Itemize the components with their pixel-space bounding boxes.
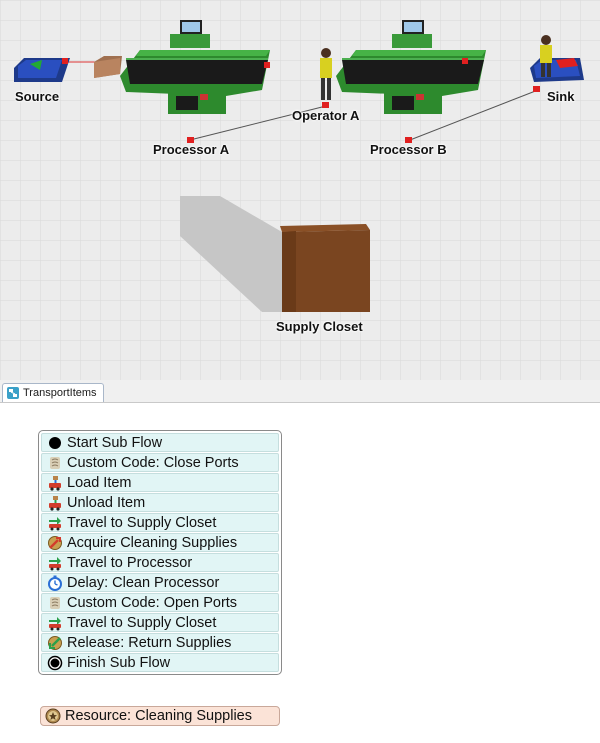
resource-cleaning-supplies[interactable]: Resource: Cleaning Supplies bbox=[40, 706, 280, 726]
activity-finish-sub-flow[interactable]: Finish Sub Flow bbox=[41, 653, 279, 672]
stopwatch-icon bbox=[48, 575, 62, 591]
activity-unload-item[interactable]: Unload Item bbox=[41, 493, 279, 512]
travel-arrow-icon bbox=[49, 616, 61, 630]
release-resource-icon bbox=[48, 635, 62, 650]
script-scroll-icon bbox=[50, 596, 60, 609]
script-scroll-icon bbox=[50, 456, 60, 469]
acquire-resource-icon bbox=[48, 535, 62, 550]
processor-a-label: Processor A bbox=[153, 142, 230, 157]
sink-label: Sink bbox=[547, 89, 575, 104]
sub-flow-block[interactable]: Start Sub Flow Custom Code: Close Ports … bbox=[38, 430, 282, 675]
supply-closet-label: Supply Closet bbox=[276, 319, 363, 334]
processor-b-label: Processor B bbox=[370, 142, 447, 157]
source-label: Source bbox=[15, 89, 60, 104]
start-dot-icon bbox=[49, 436, 61, 449]
grid-floor bbox=[0, 0, 600, 380]
resource-star-icon bbox=[45, 708, 61, 724]
processor-b-object[interactable] bbox=[336, 20, 486, 143]
activity-custom-code-open-ports[interactable]: Custom Code: Open Ports bbox=[41, 593, 279, 612]
activity-custom-code-close-ports[interactable]: Custom Code: Close Ports bbox=[41, 453, 279, 472]
supply-closet-object[interactable] bbox=[180, 196, 370, 312]
travel-arrow-icon bbox=[49, 516, 61, 530]
finish-dot-icon bbox=[47, 655, 63, 670]
tab-transport-items[interactable]: TransportItems bbox=[2, 383, 104, 402]
load-item-icon bbox=[49, 475, 61, 491]
activity-delay-clean-processor[interactable]: Delay: Clean Processor bbox=[41, 573, 279, 592]
activity-load-item[interactable]: Load Item bbox=[41, 473, 279, 492]
activity-travel-to-supply-closet-return[interactable]: Travel to Supply Closet bbox=[41, 613, 279, 632]
tab-label: TransportItems bbox=[23, 387, 97, 399]
activity-travel-to-supply-closet[interactable]: Travel to Supply Closet bbox=[41, 513, 279, 532]
flow-item-box bbox=[94, 56, 122, 78]
operator-a-object[interactable] bbox=[320, 48, 332, 108]
sink-object[interactable] bbox=[530, 35, 584, 92]
document-tab-bar: TransportItems bbox=[0, 380, 600, 403]
activity-start-sub-flow[interactable]: Start Sub Flow bbox=[41, 433, 279, 452]
process-flow-icon bbox=[6, 386, 20, 400]
activity-travel-to-processor[interactable]: Travel to Processor bbox=[41, 553, 279, 572]
travel-arrow-icon bbox=[49, 556, 61, 570]
processor-a-object[interactable] bbox=[120, 20, 270, 143]
unload-item-icon bbox=[49, 495, 61, 511]
activity-acquire-cleaning-supplies[interactable]: Acquire Cleaning Supplies bbox=[41, 533, 279, 552]
activity-release-return-supplies[interactable]: Release: Return Supplies bbox=[41, 633, 279, 652]
source-object[interactable] bbox=[14, 58, 70, 82]
operator-a-label: Operator A bbox=[292, 108, 360, 123]
model-3d-view[interactable]: Source Processor A Operator A Processor … bbox=[0, 0, 600, 380]
